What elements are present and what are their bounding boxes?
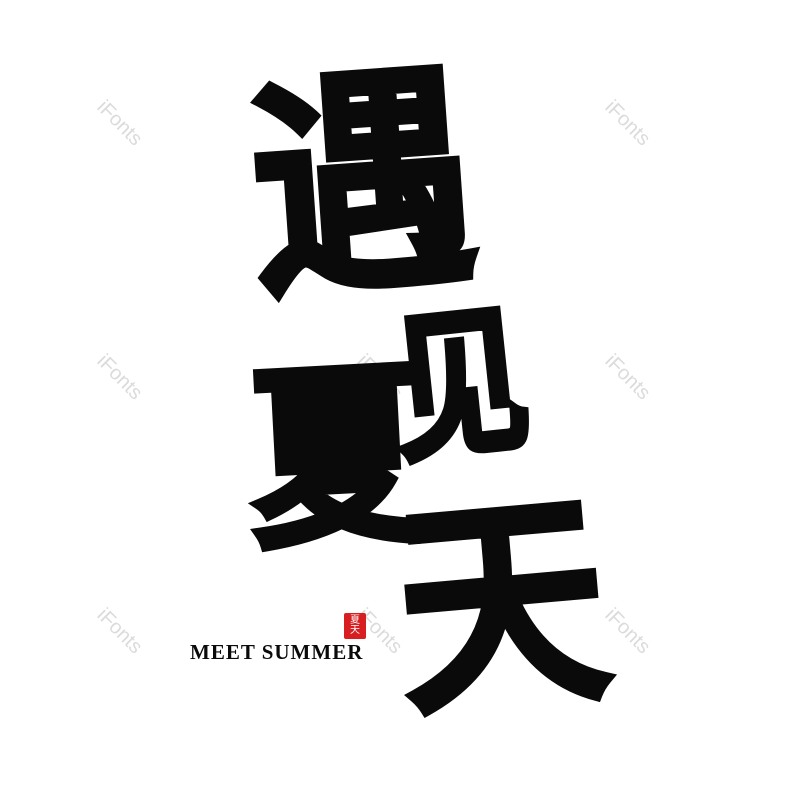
red-seal-stamp: 夏 天 xyxy=(344,613,366,639)
seal-char: 天 xyxy=(350,625,360,636)
watermark: iFonts xyxy=(92,96,147,151)
watermark: iFonts xyxy=(600,96,655,151)
watermark: iFonts xyxy=(92,604,147,659)
watermark: iFonts xyxy=(92,350,147,405)
seal-char: 夏 xyxy=(350,615,360,626)
subtitle-text: MEET SUMMER xyxy=(190,640,364,664)
watermark: iFonts xyxy=(600,350,655,405)
calligraphy-char-yu: 遇 xyxy=(239,37,487,334)
calligraphy-char-tian: 天 xyxy=(385,464,620,751)
